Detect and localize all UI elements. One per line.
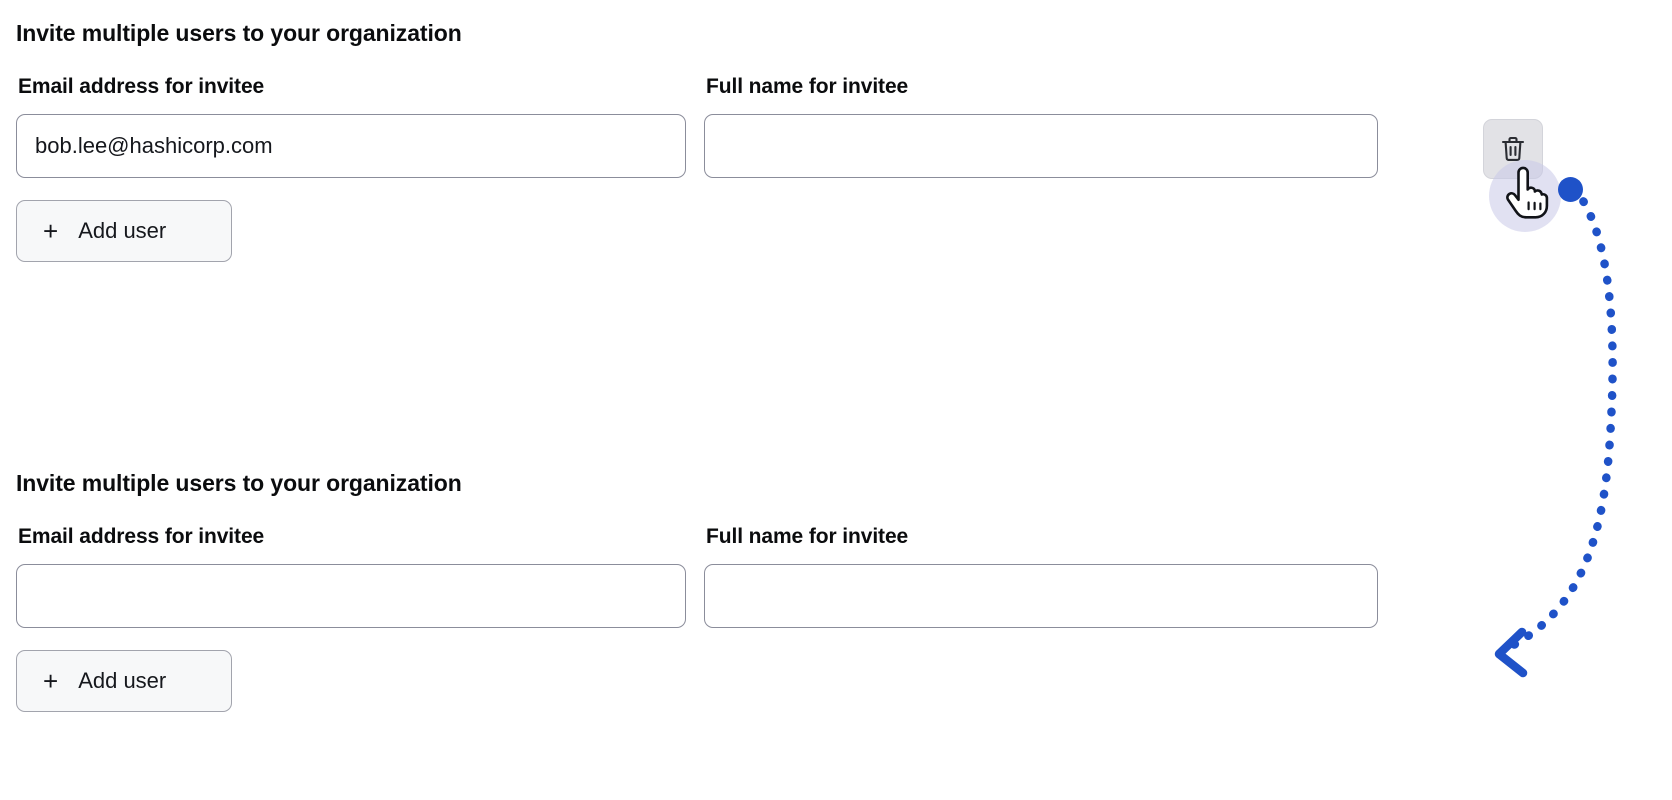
page-title-2: Invite multiple users to your organizati…	[16, 470, 462, 496]
email-field-label: Email address for invitee	[18, 75, 265, 98]
fullname-field-group-2: Full name for invitee	[704, 524, 1378, 628]
trash-icon	[1500, 135, 1526, 163]
fullname-field-label: Full name for invitee	[706, 75, 909, 98]
add-user-button-label-2: Add user	[78, 668, 167, 693]
add-user-button-2[interactable]: + Add user	[16, 650, 232, 712]
invite-section-1: Invite multiple users to your organizati…	[16, 18, 1543, 262]
fullname-input[interactable]	[704, 114, 1378, 178]
page-title: Invite multiple users to your organizati…	[16, 20, 462, 46]
plus-icon: +	[43, 216, 59, 246]
annotation-curved-arrow-icon	[1494, 183, 1617, 678]
invite-section-2: Invite multiple users to your organizati…	[16, 468, 1378, 712]
fullname-field-group: Full name for invitee	[704, 74, 1378, 178]
add-user-button-label: Add user	[78, 218, 167, 243]
annotation-start-dot	[1558, 177, 1583, 202]
invitee-fields-row-2: Email address for invitee Full name for …	[16, 524, 1378, 628]
delete-invitee-button[interactable]	[1483, 119, 1543, 179]
email-input[interactable]	[16, 114, 686, 178]
email-field-group-2: Email address for invitee	[16, 524, 686, 628]
fullname-field-label-2: Full name for invitee	[706, 525, 909, 548]
email-field-label-2: Email address for invitee	[18, 525, 265, 548]
invitee-fields-row: Email address for invitee Full name for …	[16, 74, 1543, 179]
email-input-2[interactable]	[16, 564, 686, 628]
email-field-group: Email address for invitee	[16, 74, 686, 178]
add-user-button[interactable]: + Add user	[16, 200, 232, 262]
fullname-input-2[interactable]	[704, 564, 1378, 628]
plus-icon-2: +	[43, 666, 59, 696]
